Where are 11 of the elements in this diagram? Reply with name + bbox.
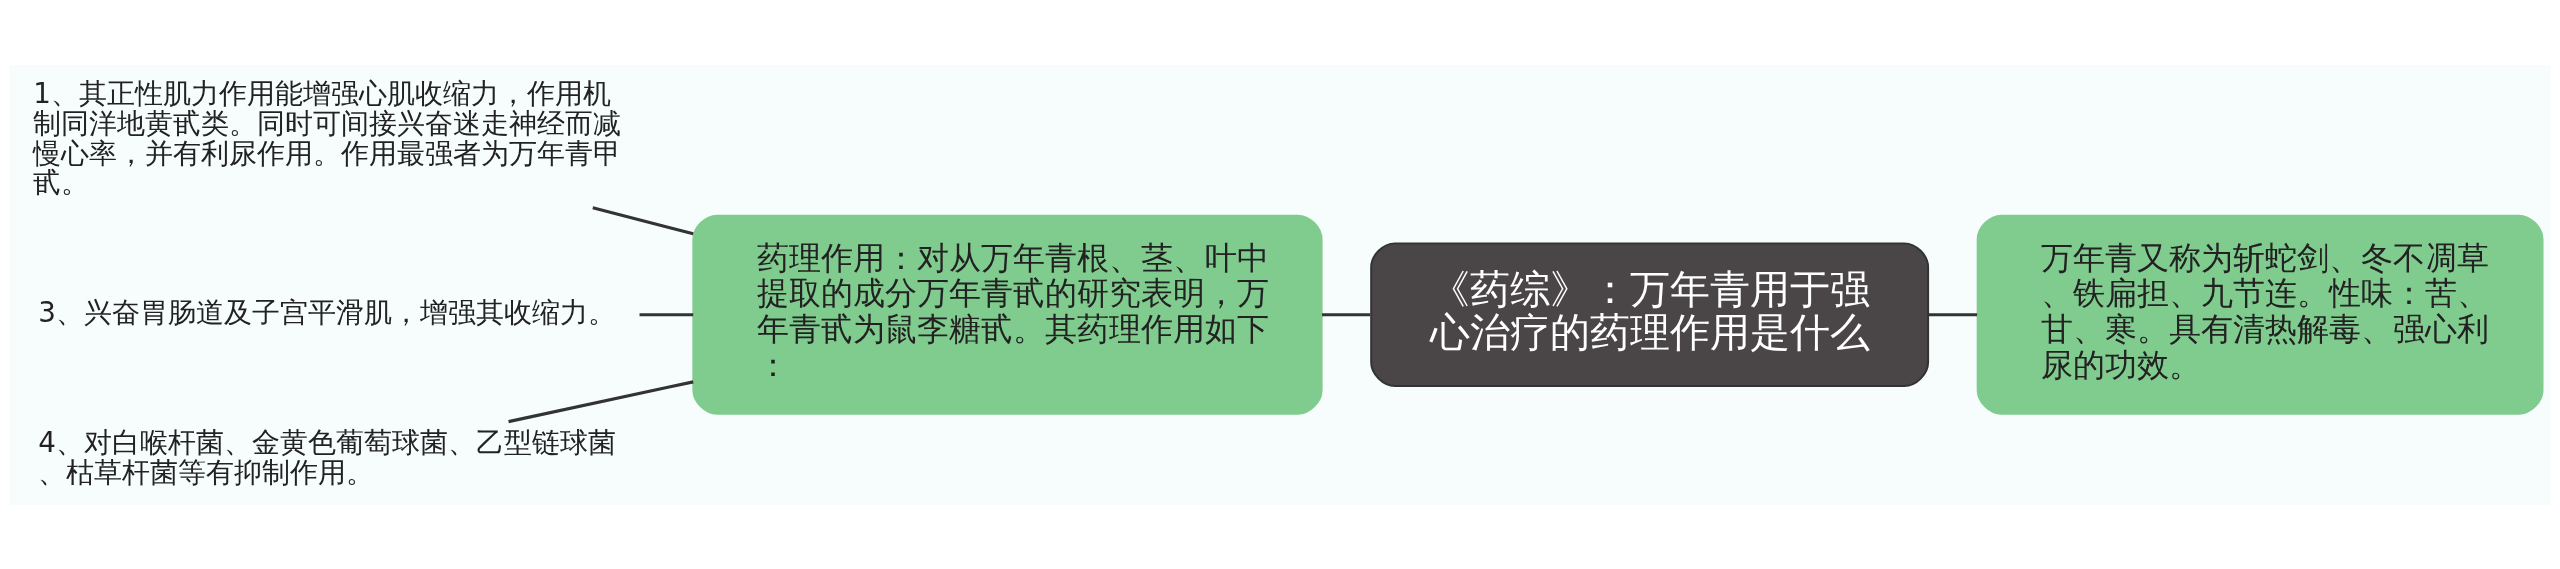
connector [592, 205, 694, 235]
connector [508, 379, 694, 423]
connector [639, 312, 694, 316]
node-text: 4、对白喉杆菌、金黄色葡萄球菌、乙型链球菌、枯草杆菌等有抑制作用。 [38, 425, 616, 489]
node-text: 1、其正性肌力作用能增强心肌收缩力，作用机制同洋地黄甙类。同时可间接兴奋迷走神经而减慢心率，并有利尿作用。作用最强者为万年青甲甙。 [33, 76, 622, 199]
node-box: 《药综》：万年青用于强心治疗的药理作用是什么 [1370, 241, 1930, 387]
connector [1322, 312, 1371, 316]
node-text: 3、兴奋胃肠道及子宫平滑肌，增强其收缩力。 [38, 295, 616, 329]
node-box: 药理作用：对从万年青根、茎、叶中提取的成分万年青甙的研究表明，万年青甙为鼠李糖甙。其药理作用如下： [692, 214, 1323, 415]
node-box: 万年青又称为斩蛇剑、冬不凋草、铁扁担、九节连。性味：苦、甘、寒。具有清热解毒、强心利尿的功效。 [1976, 214, 2544, 415]
connector [1928, 312, 1978, 316]
